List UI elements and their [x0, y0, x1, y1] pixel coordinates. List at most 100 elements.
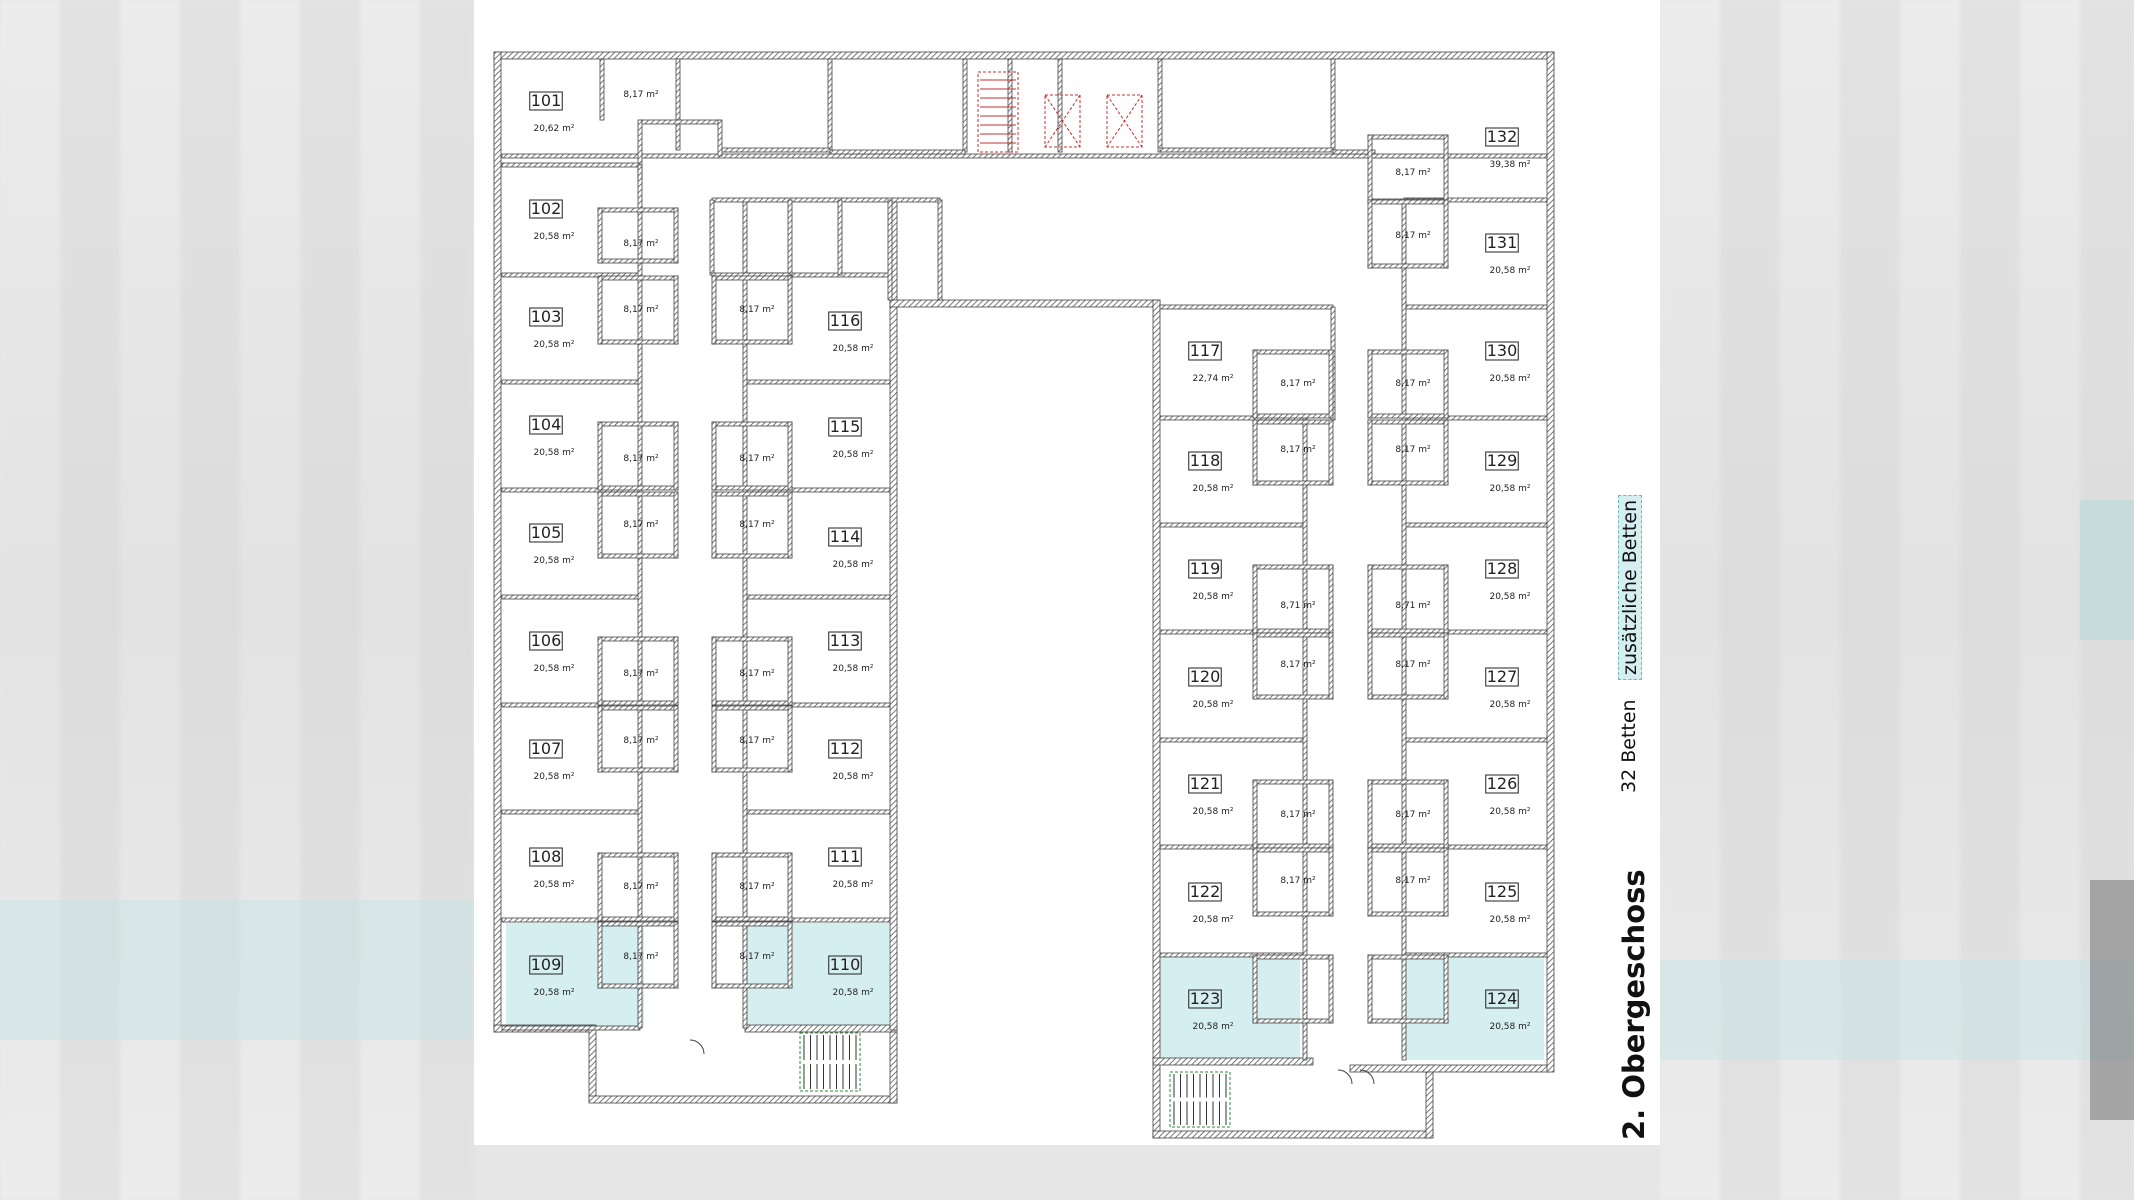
room-area: 20,58 m² — [1489, 374, 1530, 384]
stair-green-right — [1169, 1071, 1231, 1128]
bathroom-area: 8,17 m² — [623, 305, 659, 315]
room-number-box — [1485, 559, 1519, 579]
room-number: 103 — [531, 307, 562, 326]
highlighted-room-124 — [1404, 955, 1544, 1060]
bathroom-wall — [597, 258, 679, 264]
wall — [1007, 58, 1013, 153]
room-area: 39,38 m² — [1489, 160, 1530, 170]
room-number: 121 — [1190, 774, 1221, 793]
elevator-cross — [1044, 94, 1081, 148]
bathroom-wall — [673, 491, 679, 559]
bathroom-wall — [711, 636, 793, 642]
room-number-box — [1188, 451, 1222, 471]
bathroom-wall — [711, 491, 793, 497]
bathroom-area: 8,17 m² — [1395, 810, 1431, 820]
bathroom-wall — [1252, 349, 1258, 419]
room-number-box — [529, 523, 563, 543]
room-number-box — [1485, 233, 1519, 253]
wall — [501, 153, 1548, 159]
wall — [675, 58, 681, 151]
bathroom-wall — [1367, 199, 1373, 269]
room-area: 20,58 m² — [533, 340, 574, 350]
room-area: 20,58 m² — [533, 772, 574, 782]
room-area: 20,58 m² — [832, 880, 873, 890]
outer-wall — [588, 1095, 898, 1104]
room-number-box — [1485, 882, 1519, 902]
blurred-background-left — [0, 0, 474, 1200]
wall — [639, 119, 721, 125]
room-number: 110 — [830, 955, 861, 974]
bathroom-wall — [1443, 349, 1449, 419]
bathroom-wall — [1367, 134, 1449, 140]
room-area: 20,58 m² — [533, 880, 574, 890]
bathroom-wall — [1328, 564, 1334, 634]
bathroom-area: 8,17 m² — [1395, 660, 1431, 670]
wall — [937, 199, 943, 301]
bathroom-wall — [711, 852, 793, 858]
bathroom-area: 8,17 m² — [1395, 168, 1431, 178]
highlighted-room-110 — [745, 923, 889, 1028]
room-area: 20,58 m² — [1192, 915, 1233, 925]
bathroom-wall — [597, 916, 679, 922]
bathroom-wall — [673, 421, 679, 491]
bathroom-wall — [1367, 632, 1373, 700]
bathroom-area: 8,71 m² — [1395, 601, 1431, 611]
room-area: 22,74 m² — [1192, 374, 1233, 384]
wall — [501, 809, 641, 815]
bathroom-wall — [787, 421, 793, 491]
room-number: 118 — [1190, 451, 1221, 470]
room-number-box — [1188, 667, 1222, 687]
room-area: 20,58 m² — [1489, 915, 1530, 925]
background-tint-right-edge — [2080, 500, 2134, 640]
outer-wall — [588, 1024, 597, 1103]
bathroom-wall — [1252, 632, 1334, 638]
room-area: 20,58 m² — [1489, 700, 1530, 710]
room-number: 131 — [1487, 233, 1518, 252]
room-number-box — [1188, 559, 1222, 579]
bathroom-area: 8,17 m² — [739, 305, 775, 315]
wall — [501, 594, 641, 600]
bathroom-wall — [1328, 847, 1334, 917]
room-number: 106 — [531, 631, 562, 650]
bathroom-wall — [787, 852, 793, 922]
bathroom-wall — [1328, 779, 1334, 849]
bathroom-wall — [673, 852, 679, 922]
bathroom-wall — [597, 339, 679, 345]
bathroom-wall — [1367, 349, 1449, 355]
bathroom-wall — [1367, 263, 1449, 269]
room-area: 20,58 m² — [533, 232, 574, 242]
bathroom-wall — [673, 705, 679, 773]
bathroom-wall — [597, 921, 679, 927]
room-number: 105 — [531, 523, 562, 542]
room-area: 20,58 m² — [1192, 1022, 1233, 1032]
bathroom-wall — [1252, 349, 1334, 355]
bathroom-wall — [711, 275, 717, 345]
room-number: 108 — [531, 847, 562, 866]
bathroom-wall — [1367, 843, 1449, 849]
room-area: 20,58 m² — [1192, 592, 1233, 602]
bathroom-wall — [1367, 632, 1449, 638]
bathroom-wall — [711, 705, 793, 711]
room-number-box — [828, 311, 862, 331]
room-number-box — [1485, 127, 1519, 147]
bathroom-area: 8,17 m² — [623, 952, 659, 962]
room-number: 101 — [531, 91, 562, 110]
room-number-box — [529, 91, 563, 111]
bathroom-area: 8,17 m² — [1280, 379, 1316, 389]
outer-wall — [1152, 1057, 1314, 1066]
wall — [1159, 737, 1306, 743]
bathroom-wall — [1367, 199, 1449, 205]
bathroom-wall — [787, 705, 793, 773]
wall — [1403, 522, 1548, 528]
room-area: 20,62 m² — [533, 124, 574, 134]
bathroom-area: 8,17 m² — [623, 669, 659, 679]
room-area: 20,58 m² — [1192, 484, 1233, 494]
bathroom-wall — [597, 705, 679, 711]
bathroom-wall — [711, 767, 793, 773]
bathroom-wall — [1252, 564, 1258, 634]
bathroom-area: 8,17 m² — [1395, 876, 1431, 886]
bathroom-wall — [787, 921, 793, 989]
stair-green-left — [799, 1032, 861, 1092]
room-number: 126 — [1487, 774, 1518, 793]
room-number: 115 — [830, 417, 861, 436]
